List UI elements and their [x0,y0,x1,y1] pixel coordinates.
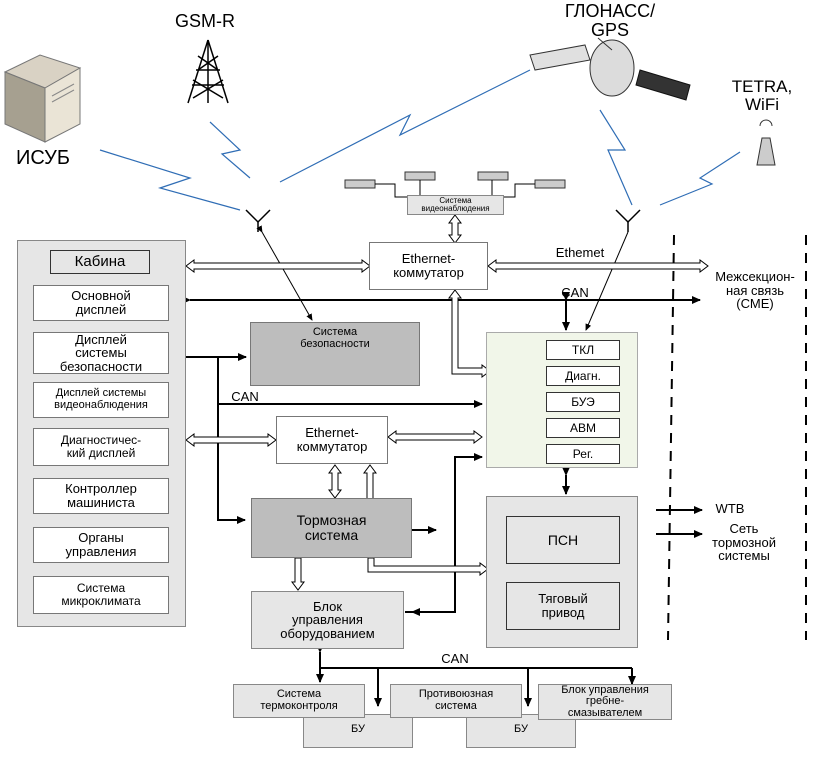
glonass-label: ГЛОНАСС/ GPS [564,1,656,40]
tower-icon [187,39,229,104]
cabin-item: Основной дисплей [33,285,169,321]
safety-system-box [250,322,420,386]
wifi-antenna-icon [756,119,776,166]
isub-label: ИСУБ [16,147,70,169]
section-border-line [667,234,675,641]
camera-icon [344,171,566,189]
cabin-item: Система микроклимата [33,576,169,614]
can-label-left: CAN [231,389,259,404]
cabin-item: Органы управления [33,527,169,563]
antislip-system-box: Противоюзная система [390,684,522,718]
antenna-icon [245,209,641,232]
module-box: Диагн. [546,366,620,386]
flange-lubricator-box: Блок управления гребне- смазывателем [538,684,672,720]
traction-drive-box: Тяговый привод [506,582,620,630]
module-box: БУЭ [546,392,620,412]
ethernet-switch-top: Ethernet- коммутатор [369,242,488,290]
module-box: Рег. [546,444,620,464]
server-icon [3,54,82,143]
module-box: ТКЛ [546,340,620,360]
cabin-item: Диагностичес- кий дисплей [33,428,169,466]
bu-label-1: БУ [351,723,365,735]
bu-label-2: БУ [514,723,528,735]
radio-link-icon [99,69,741,211]
can-label-top: CAN [561,285,589,300]
cabin-item: Дисплей системы безопасности [33,332,169,374]
satellite-icon [529,37,691,101]
ethernet-switch-middle: Ethernet- коммутатор [276,416,388,464]
module-box: АВМ [546,418,620,438]
brake-network-label: Сеть тормозной системы [712,521,776,564]
tetra-label: TETRA, WiFi [731,77,793,114]
gsm-label: GSM-R [175,11,235,31]
wtb-label: WTB [715,501,745,516]
cabin-title: Кабина [50,250,150,274]
can-label-bottom: CAN [441,651,469,666]
brake-system-box: Тормозная система [251,498,412,558]
cabin-item: Дисплей системы видеонаблюдения [33,382,169,418]
psn-box: ПСН [506,516,620,564]
ethernet-label: Ethemet [555,245,605,260]
equipment-control-box: Блок управления оборудованием [251,591,404,649]
safety-system-label: Система безопасности [300,326,370,350]
intersection-link-label: Межсекцион- ная связь (СМЕ) [715,269,795,312]
video-system-box: Система видеонаблюдения [407,195,504,215]
thermo-control-box: Система термоконтроля [233,684,365,718]
cabin-item: Контроллер машиниста [33,478,169,514]
